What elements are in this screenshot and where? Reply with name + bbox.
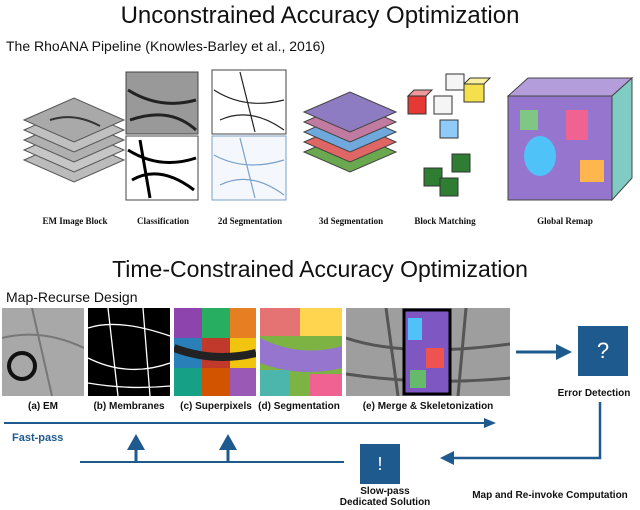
segmentation-2d-images [211,69,287,201]
tile-label-em: (a) EM [28,401,58,412]
fast-pass-label: Fast-pass [12,432,64,444]
title-time-constrained: Time-Constrained Accuracy Optimization [112,256,528,282]
subtitle-map-recurse: Map-Recurse Design [6,289,138,305]
merge-skeletonization-texture [346,308,510,396]
em-image-texture [2,308,84,396]
flow-arrows [4,344,602,465]
tile-superpixels [174,308,256,396]
tile-em-image [2,308,84,396]
stage-label-2d-segmentation: 2d Segmentation [217,216,283,226]
stage-label-global-remap: Global Remap [537,216,593,226]
stage-label-classification: Classification [136,216,189,226]
stage-label-3d-segmentation: 3d Segmentation [318,216,384,226]
exclamation-icon: ! [377,453,383,474]
stage-label-block-matching: Block Matching [414,216,476,226]
title-unconstrained: Unconstrained Accuracy Optimization [120,2,520,29]
question-mark-icon: ? [596,338,610,363]
tile-label-superpixels: (c) Superpixels [180,401,252,412]
em-image-block-stack [22,97,126,183]
block-matching-cubes [406,73,492,197]
map-reinvoke-label: Map and Re-invoke Computation [472,490,628,501]
segmentation-3d-stack [302,91,398,173]
classification-images [125,71,199,201]
subtitle-rhoana: The RhoANA Pipeline (Knowles-Barley et a… [6,38,326,54]
slow-pass-box: ! [360,444,400,484]
tile-segmentation [260,308,342,396]
slow-pass-label: Slow-pass Dedicated Solution [320,486,450,508]
superpixels-texture [174,308,256,396]
tile-merge-skeletonization [346,308,510,396]
tile-membranes [88,308,170,396]
error-detection-box: ? [578,326,628,376]
slow-pass-line1: Slow-pass [360,486,410,497]
rhoana-pipeline-graphic [22,69,634,202]
slow-pass-line2: Dedicated Solution [339,497,431,508]
tile-label-segmentation: (d) Segmentation [258,401,340,412]
stage-label-em-image-block: EM Image Block [42,216,108,226]
tile-label-merge-skeletonization: (e) Merge & Skeletonization [362,401,494,412]
segmentation-texture [260,308,342,396]
reinvoke-arrow [452,402,602,460]
global-remap-cube [506,76,634,202]
error-detection-label: Error Detection [557,388,631,399]
membranes-texture [88,308,170,396]
tile-label-membranes: (b) Membranes [93,401,165,412]
